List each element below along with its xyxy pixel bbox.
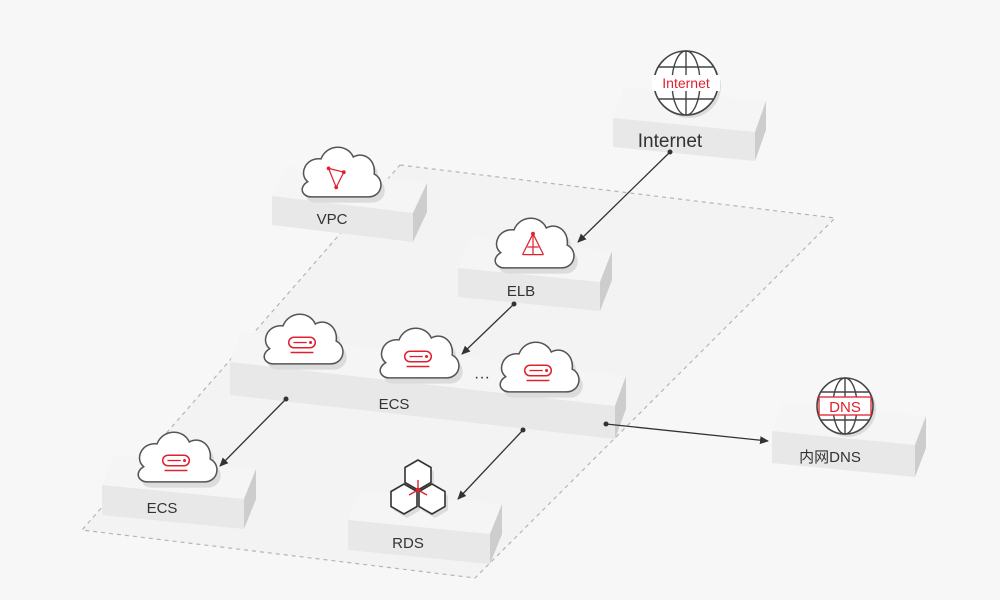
ecs-group-ellipsis: ··· bbox=[474, 369, 490, 386]
globe-icon-text: Internet bbox=[662, 75, 710, 91]
edge-internet-elb bbox=[577, 149, 673, 243]
elb-label: ELB bbox=[507, 283, 535, 300]
dns-globe-icon: DNS bbox=[816, 377, 876, 437]
vpc-cloud-icon bbox=[301, 146, 386, 204]
vpc-node[interactable]: VPC bbox=[272, 146, 427, 242]
edge-ecs-group-rds bbox=[457, 427, 526, 500]
database-hex-icon bbox=[390, 459, 448, 518]
edge-ecs-group-dns bbox=[603, 421, 769, 445]
dns-node[interactable]: DNS 内网DNS bbox=[772, 377, 926, 477]
ecs-group-node[interactable]: ··· ECS bbox=[230, 313, 626, 439]
ecs-node[interactable]: ECS bbox=[102, 431, 256, 529]
connectors bbox=[219, 149, 769, 500]
dns-label: 内网DNS bbox=[799, 449, 861, 466]
ecs-group-label: ECS bbox=[379, 396, 410, 413]
globe-icon: Internet bbox=[652, 50, 721, 118]
dns-globe-icon-text: DNS bbox=[829, 399, 861, 416]
internet-node[interactable]: Internet Internet bbox=[613, 50, 766, 161]
edge-elb-ecs-group bbox=[461, 301, 517, 355]
elb-node[interactable]: ELB bbox=[458, 217, 612, 311]
ecs-label: ECS bbox=[147, 500, 178, 517]
rds-label: RDS bbox=[392, 535, 424, 552]
internet-label: Internet bbox=[638, 131, 703, 152]
vpc-label: VPC bbox=[317, 211, 348, 228]
elb-cloud-icon bbox=[494, 217, 579, 275]
edge-ecs-group-ecs bbox=[219, 396, 289, 467]
rds-node[interactable]: RDS bbox=[348, 459, 502, 564]
